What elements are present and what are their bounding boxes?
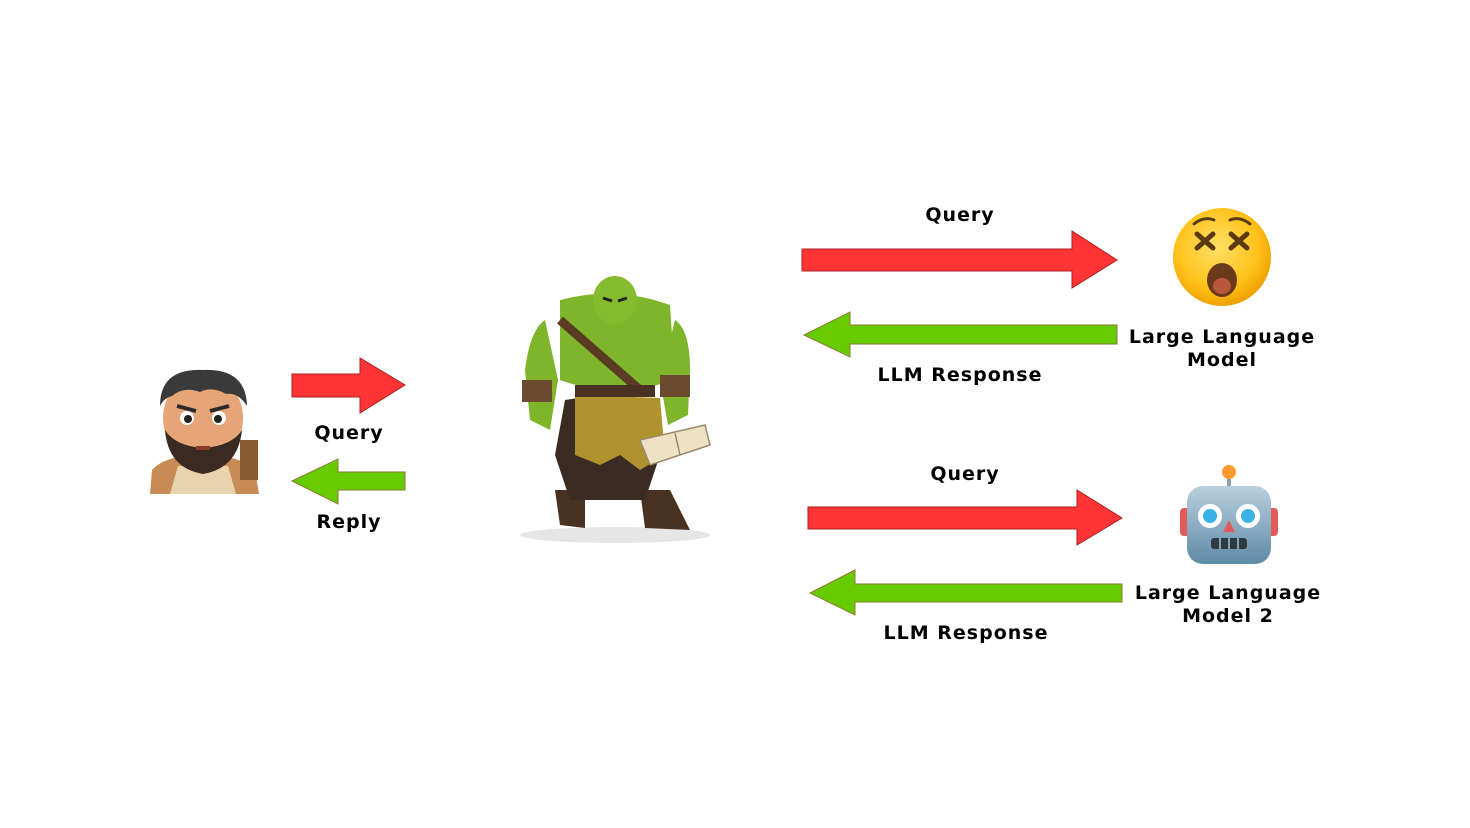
llm1-query-label: Query <box>860 204 1060 227</box>
llm2-response-arrow <box>810 570 1122 615</box>
llm2-response-label: LLM Response <box>846 622 1086 645</box>
llm2-query-label: Query <box>865 463 1065 486</box>
llm1-name-label: Large Language Model <box>1112 326 1332 372</box>
query-arrow-to-agent <box>292 358 405 413</box>
user-query-label: Query <box>295 422 403 445</box>
user-reply-label: Reply <box>295 511 403 534</box>
dizzy-face-icon <box>1173 208 1271 306</box>
llm1-response-arrow <box>804 312 1117 357</box>
orc-agent-icon <box>520 276 710 543</box>
query-arrow-to-llm1 <box>802 231 1117 288</box>
robot-face-icon <box>1180 465 1278 564</box>
query-arrow-to-llm2 <box>808 490 1122 545</box>
llm2-name-label: Large Language Model 2 <box>1118 582 1338 628</box>
reply-arrow-to-user <box>292 459 405 504</box>
user-avatar-icon <box>147 370 259 494</box>
llm1-response-label: LLM Response <box>840 364 1080 387</box>
